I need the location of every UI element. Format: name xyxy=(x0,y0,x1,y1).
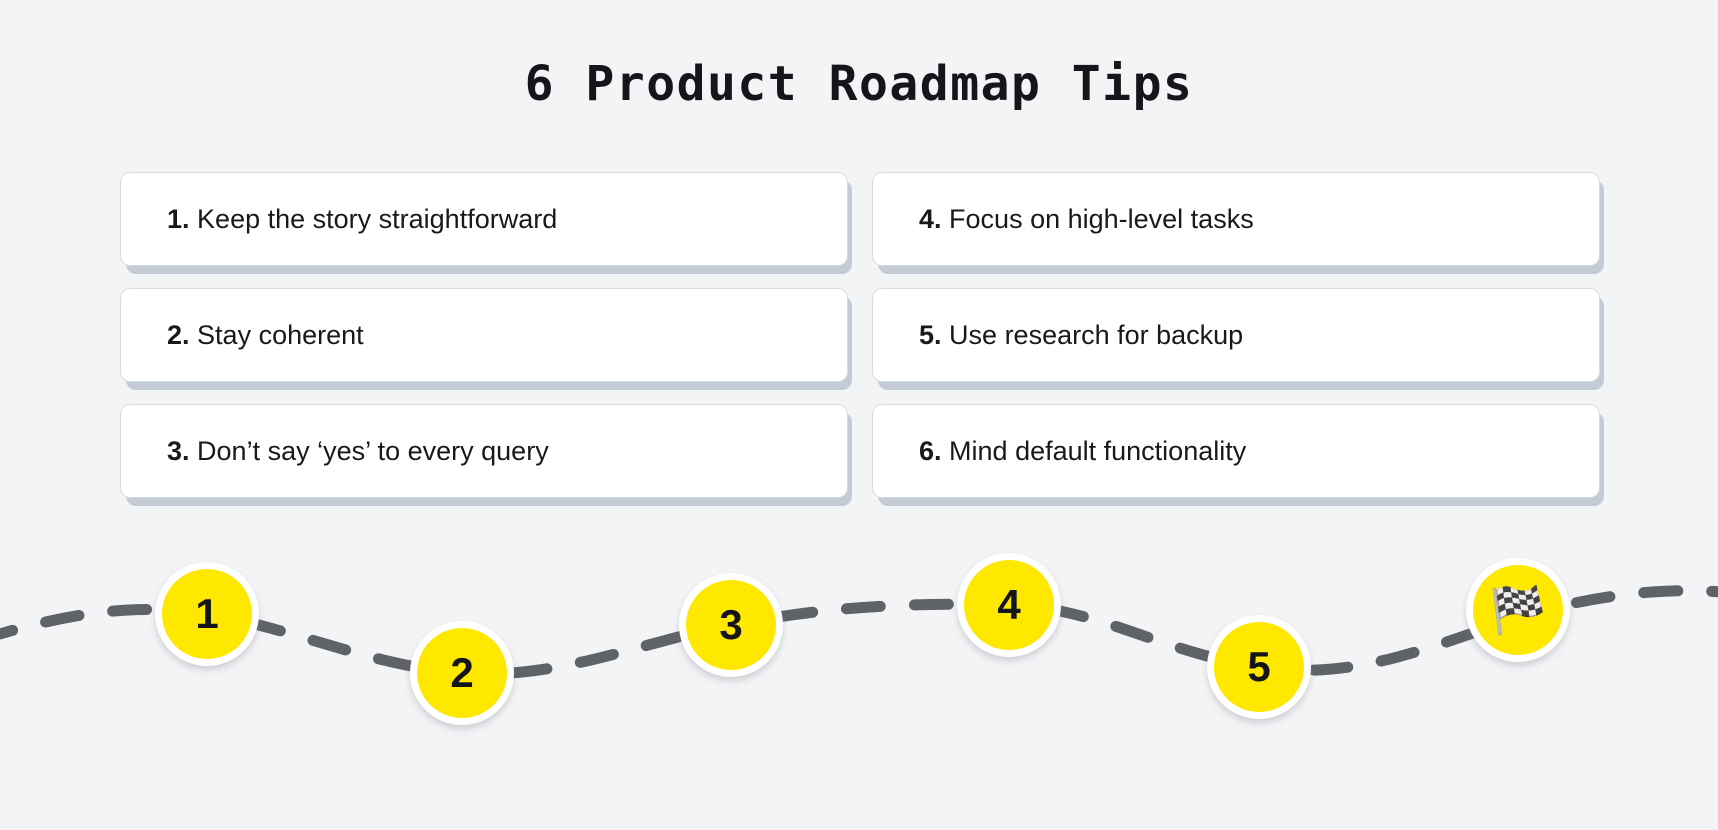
tip-card-1[interactable]: 1. Keep the story straightforward xyxy=(120,172,852,274)
card-text: 5. Use research for backup xyxy=(919,319,1243,351)
roadmap-node-label: 5 xyxy=(1214,622,1304,712)
card-text: 2. Stay coherent xyxy=(167,319,364,351)
card-number: 3. xyxy=(167,435,190,466)
card-surface[interactable]: 3. Don’t say ‘yes’ to every query xyxy=(120,404,848,498)
card-label: Use research for backup xyxy=(949,319,1244,350)
roadmap-node-label: 4 xyxy=(964,560,1054,650)
roadmap-node-label: 3 xyxy=(686,580,776,670)
card-number: 2. xyxy=(167,319,190,350)
roadmap-node-2[interactable]: 2 xyxy=(410,621,514,725)
card-number: 4. xyxy=(919,203,942,234)
tip-card-6[interactable]: 6. Mind default functionality xyxy=(872,404,1604,506)
page-title: 6 Product Roadmap Tips xyxy=(524,56,1194,112)
card-label: Don’t say ‘yes’ to every query xyxy=(197,435,549,466)
roadmap-node-finish[interactable]: 🏁 xyxy=(1466,558,1570,662)
card-text: 1. Keep the story straightforward xyxy=(167,203,557,235)
tip-card-5[interactable]: 5. Use research for backup xyxy=(872,288,1604,390)
card-number: 6. xyxy=(919,435,942,466)
card-label: Focus on high-level tasks xyxy=(949,203,1254,234)
roadmap-dashed-path xyxy=(0,585,1718,680)
tip-card-4[interactable]: 4. Focus on high-level tasks xyxy=(872,172,1604,274)
card-text: 6. Mind default functionality xyxy=(919,435,1246,467)
tips-grid: 1. Keep the story straightforward 4. Foc… xyxy=(120,172,1604,506)
card-surface[interactable]: 2. Stay coherent xyxy=(120,288,848,382)
card-text: 3. Don’t say ‘yes’ to every query xyxy=(167,435,549,467)
roadmap-node-5[interactable]: 5 xyxy=(1207,615,1311,719)
checkered-flag-icon: 🏁 xyxy=(1473,565,1563,655)
card-surface[interactable]: 4. Focus on high-level tasks xyxy=(872,172,1600,266)
tip-card-3[interactable]: 3. Don’t say ‘yes’ to every query xyxy=(120,404,852,506)
roadmap-node-label: 1 xyxy=(162,569,252,659)
card-surface[interactable]: 5. Use research for backup xyxy=(872,288,1600,382)
card-surface[interactable]: 6. Mind default functionality xyxy=(872,404,1600,498)
card-surface[interactable]: 1. Keep the story straightforward xyxy=(120,172,848,266)
roadmap-track: 1 2 3 4 5 🏁 xyxy=(0,520,1718,830)
roadmap-node-1[interactable]: 1 xyxy=(155,562,259,666)
tip-card-2[interactable]: 2. Stay coherent xyxy=(120,288,852,390)
roadmap-node-label: 2 xyxy=(417,628,507,718)
card-number: 1. xyxy=(167,203,190,234)
card-label: Mind default functionality xyxy=(949,435,1247,466)
card-number: 5. xyxy=(919,319,942,350)
card-text: 4. Focus on high-level tasks xyxy=(919,203,1254,235)
roadmap-node-4[interactable]: 4 xyxy=(957,553,1061,657)
roadmap-node-3[interactable]: 3 xyxy=(679,573,783,677)
card-label: Stay coherent xyxy=(197,319,364,350)
card-label: Keep the story straightforward xyxy=(197,203,558,234)
